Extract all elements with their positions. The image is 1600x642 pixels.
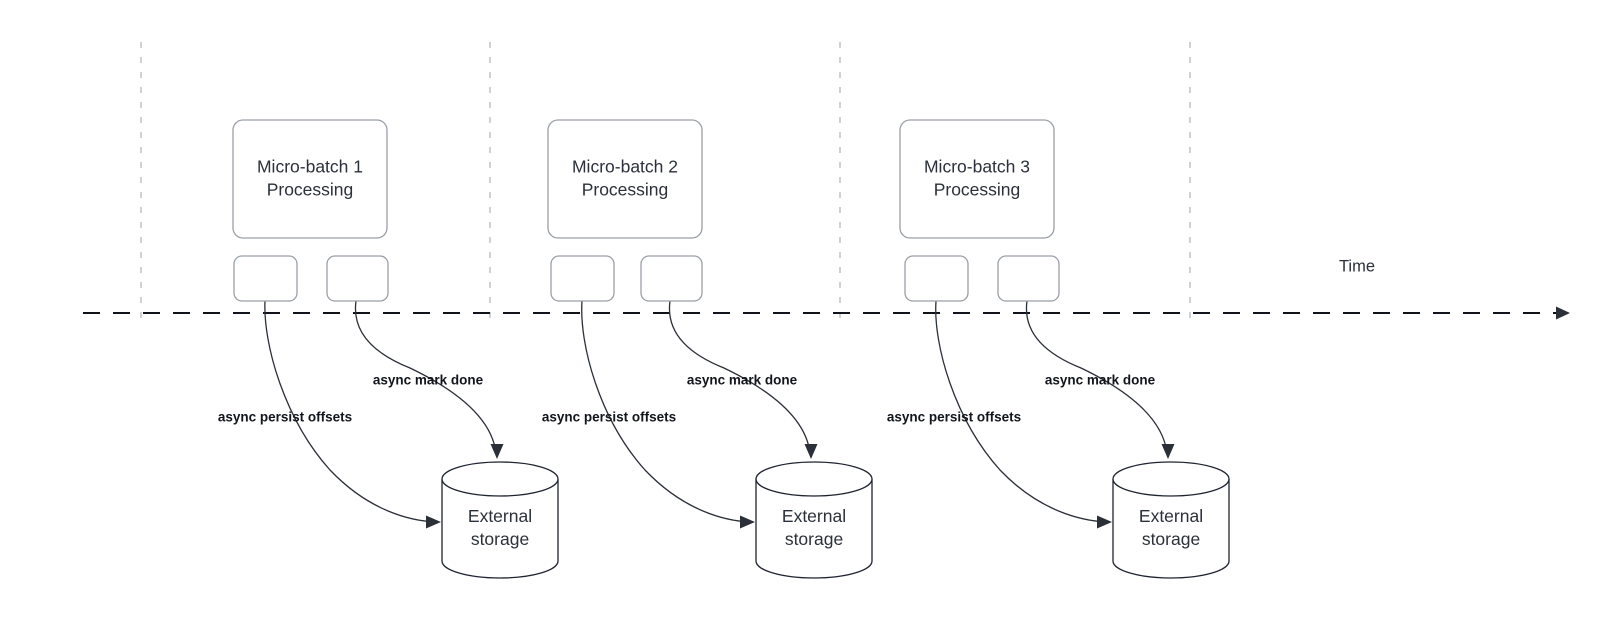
group-2-storage-label-line1: External [782,506,846,526]
shapes-group [232,119,1230,579]
edge-mark-done-1-path [354,300,497,454]
group-2-task-box-2b[interactable] [640,255,703,302]
edge-mark-done-3-arrowhead-icon [1161,444,1175,459]
group-3-storage-label-line1: External [1139,506,1203,526]
group-2-storage-cylinder-top [755,461,873,497]
edge-mark-done-3-label: async mark done [1045,373,1156,388]
group-2-task-box-2a[interactable] [550,255,615,302]
group-2-batch-box-label-line2: Processing [582,180,669,200]
edge-persist-offsets-3-path [935,300,1108,523]
timeline-tick-lines [140,42,1191,322]
timeline-axis-label: Time [1339,257,1375,275]
edge-persist-offsets-2-arrowhead-icon [740,515,755,529]
edge-mark-done-2-label: async mark done [687,373,798,388]
edge-persist-offsets-1-label: async persist offsets [218,410,352,425]
group-1-storage-label-line1: External [468,506,532,526]
group-3-batch-box-label-line2: Processing [934,180,1021,200]
group-2-batch-box-label-line1: Micro-batch 2 [572,157,678,177]
edge-mark-done-1-arrowhead-icon [490,444,504,459]
group-2-storage-label-line2: storage [785,529,843,549]
group-1-storage-cylinder-body[interactable] [441,479,559,579]
group-2-batch-box[interactable] [547,119,703,239]
edge-persist-offsets-2-label: async persist offsets [542,410,676,425]
edge-persist-offsets-1-arrowhead-icon [426,515,441,529]
edge-mark-done-3-path [1025,300,1168,454]
group-3-storage-label-line2: storage [1142,529,1200,549]
group-1-batch-box[interactable] [232,119,388,239]
edge-persist-offsets-3-label: async persist offsets [887,410,1021,425]
group-3-task-box-3b[interactable] [997,255,1060,302]
edge-connectors-group [264,300,1175,529]
group-3-batch-box[interactable] [899,119,1055,239]
edge-persist-offsets-3-arrowhead-icon [1097,515,1112,529]
timeline-arrowhead-icon [1556,306,1570,320]
edge-mark-done-1-label: async mark done [373,373,484,388]
edge-mark-done-2-path [668,300,811,454]
timeline-axis-group [83,306,1570,320]
group-1-batch-box-label-line1: Micro-batch 1 [257,157,363,177]
group-1-task-box-1b[interactable] [326,255,389,302]
group-3-storage-cylinder-body[interactable] [1112,479,1230,579]
group-3-task-box-3a[interactable] [904,255,969,302]
group-1-storage-cylinder-top [441,461,559,497]
group-3-batch-box-label-line1: Micro-batch 3 [924,157,1030,177]
edge-mark-done-2-arrowhead-icon [804,444,818,459]
group-1-storage-label-line2: storage [471,529,529,549]
edge-persist-offsets-1-path [264,300,437,523]
group-1-task-box-1a[interactable] [233,255,298,302]
edge-persist-offsets-2-path [581,300,751,523]
group-2-storage-cylinder-body[interactable] [755,479,873,579]
group-1-batch-box-label-line2: Processing [267,180,354,200]
group-3-storage-cylinder-top [1112,461,1230,497]
